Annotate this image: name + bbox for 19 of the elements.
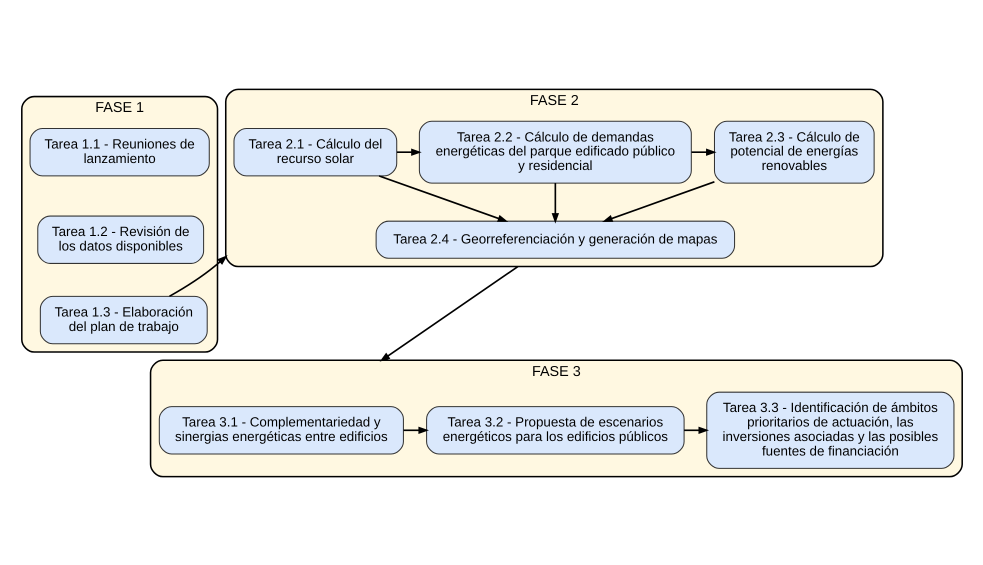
node-box: Tarea 1.1 - Reuniones de lanzamiento <box>29 127 210 176</box>
arrow <box>378 174 508 222</box>
node-box: Tarea 2.2 - Cálculo de demandas energéticas del parque edificado público y residencial <box>418 120 692 184</box>
node-box: Tarea 2.3 - Cálculo de potencial de energías renovables <box>713 120 874 184</box>
arrow <box>551 182 559 224</box>
arrow <box>684 426 709 434</box>
node-box: Tarea 2.1 - Cálculo del recurso solar <box>232 127 397 176</box>
arrow <box>379 265 518 362</box>
node-box: Tarea 1.3 - Elaboración del plan de trabajo <box>39 295 208 344</box>
arrow <box>396 148 422 156</box>
node-box: Tarea 3.1 - Complementariedad y sinergias energéticas entre edificios <box>158 406 404 454</box>
node-box: Tarea 2.4 - Georreferenciación y generación de mapas <box>375 220 735 258</box>
arrow <box>403 426 428 434</box>
arrow <box>168 254 228 297</box>
node-box: Tarea 3.2 - Propuesta de escenarios energéticos para los edificios públicos <box>426 406 684 454</box>
arrow <box>691 148 716 156</box>
node-box: Tarea 3.3 - Identificación de ámbitos prioritarios de actuación, las inversiones asociadas y las posibles fuentes de financiación <box>706 391 954 468</box>
node-box: Tarea 1.2 - Revisión de los datos disponibles <box>36 215 204 264</box>
arrow <box>602 180 714 222</box>
